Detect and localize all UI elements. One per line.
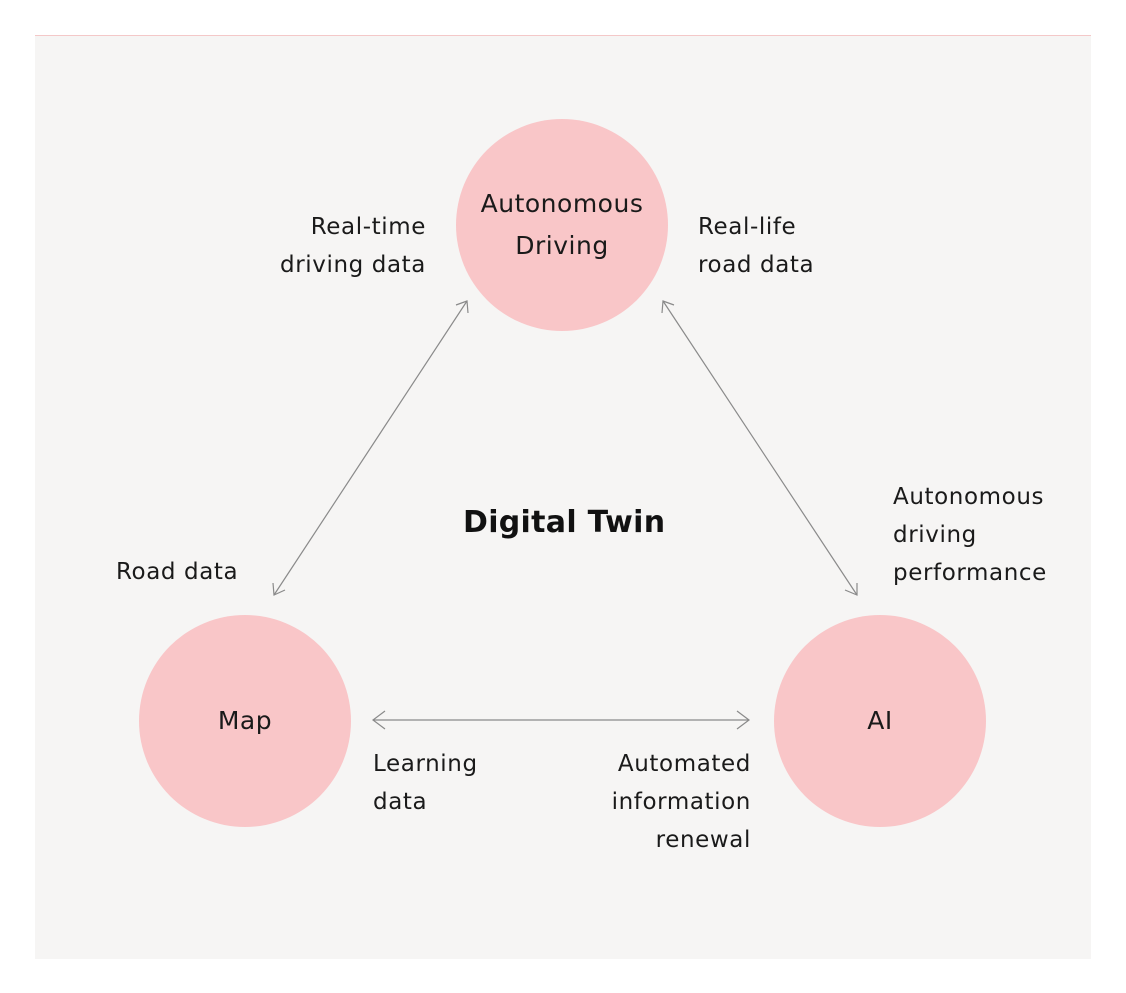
label-autonomous-driving-performance-line2: driving [893,522,977,548]
diagram-title: Digital Twin [463,505,666,540]
label-road-data: Road data [116,553,238,591]
label-automated-information-renewal: Automated information renewal [570,745,751,859]
label-real-time-driving-data: Real-time driving data [258,208,426,284]
label-learning-data-line1: Learning [373,751,478,777]
label-automated-information-renewal-line1: Automated [617,751,751,777]
node-autonomous-driving-line2: Driving [515,231,609,260]
label-real-life-road-data-line2: road data [698,252,815,278]
node-map-label: Map [217,706,273,735]
arrow-map-ai [372,710,750,730]
node-ai: AI [774,615,986,827]
label-road-data-text: Road data [116,559,239,585]
label-real-time-driving-data-line1: Real-time [310,214,426,240]
node-autonomous-driving: Autonomous Driving [456,119,668,331]
node-ai-label: AI [867,706,893,735]
label-automated-information-renewal-line3: renewal [655,827,751,853]
label-real-life-road-data-line1: Real-life [698,214,797,240]
label-real-time-driving-data-line2: driving data [280,252,426,278]
node-map: Map [139,615,351,827]
arrow-driving-map [272,300,469,596]
label-autonomous-driving-performance: Autonomous driving performance [893,478,1047,592]
label-learning-data: Learning data [373,745,478,821]
label-learning-data-line2: data [373,789,428,815]
arrow-driving-ai [661,300,858,596]
node-autonomous-driving-line1: Autonomous [480,189,644,218]
label-automated-information-renewal-line2: information [611,789,751,815]
label-autonomous-driving-performance-line3: performance [893,560,1047,586]
label-autonomous-driving-performance-line1: Autonomous [893,484,1045,510]
label-real-life-road-data: Real-life road data [698,208,814,284]
